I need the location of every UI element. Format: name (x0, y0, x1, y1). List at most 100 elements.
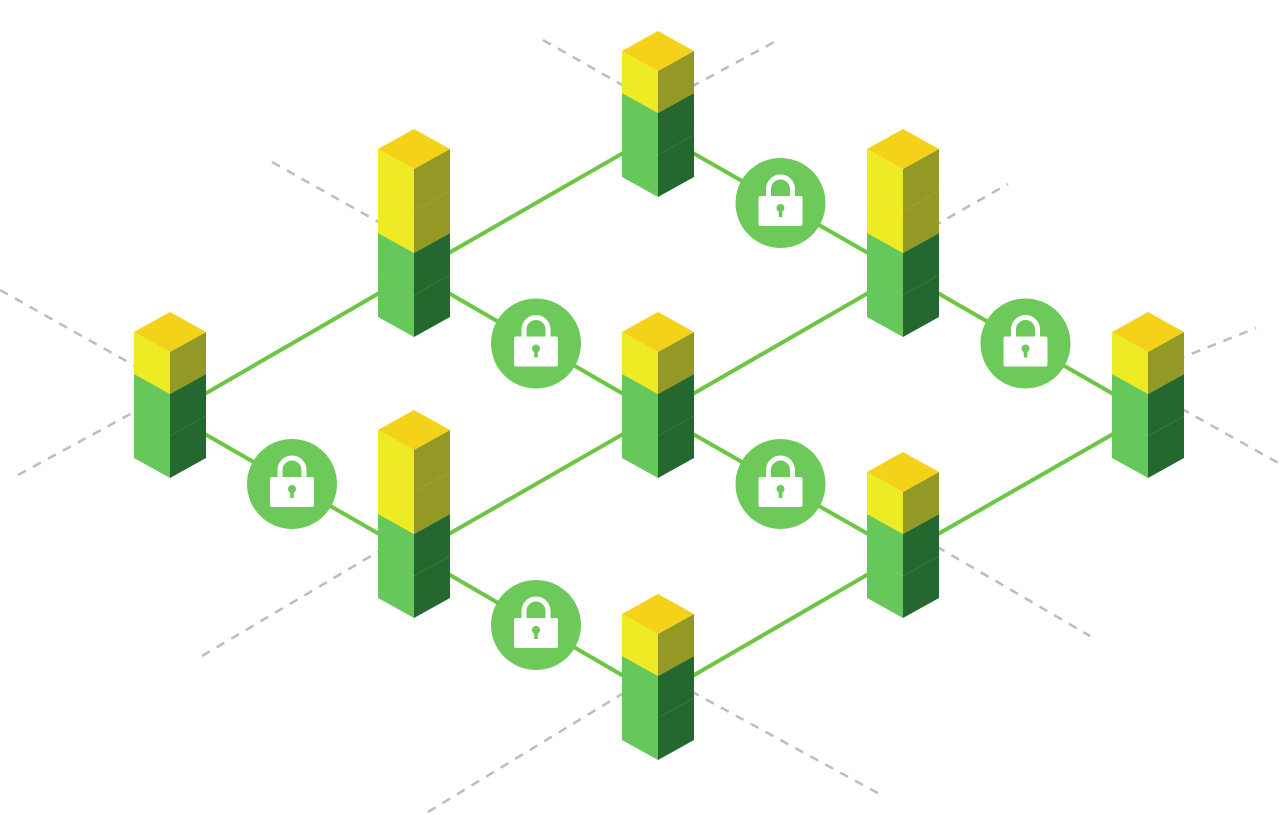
cube-left-face (378, 514, 414, 576)
padlock-shackle (521, 596, 551, 619)
yellow-block-cube (1112, 312, 1184, 394)
cube-left-face (378, 472, 414, 534)
cube-left-face (622, 614, 658, 676)
padlock-shackle (277, 455, 307, 478)
cube-left-face (622, 332, 658, 394)
cube-left-face (134, 374, 170, 436)
cube-right-face (658, 614, 694, 676)
yellow-block-cube (622, 31, 694, 113)
cube-top-face (378, 410, 450, 450)
cube-right-face (414, 149, 450, 211)
cube-right-face (658, 656, 694, 718)
dashed-extension-line (271, 160, 399, 235)
network-link (901, 412, 1150, 556)
padlock-icon (980, 298, 1071, 389)
yellow-block-cube (378, 410, 450, 492)
cube-top-face (622, 31, 694, 71)
block-node-n3 (622, 594, 694, 760)
cube-right-face (658, 416, 694, 478)
cube-right-face (903, 556, 939, 618)
cube-right-face (414, 514, 450, 576)
cube-left-face (134, 416, 170, 478)
cube-left-face (1112, 416, 1148, 478)
cube-right-face (658, 332, 694, 394)
cube-right-face (658, 374, 694, 436)
yellow-block-cube (867, 452, 939, 534)
block-node-n6 (867, 452, 939, 618)
yellow-block-cube (867, 129, 939, 211)
cube-left-face (622, 416, 658, 478)
cube-right-face (170, 416, 206, 478)
padlock-icon (735, 158, 826, 248)
padlock-keyhole-slot (1023, 348, 1028, 358)
block-node-n5 (622, 312, 694, 478)
network-link (656, 552, 905, 698)
cube-right-face (414, 472, 450, 534)
padlock-keyhole-slot (534, 348, 538, 358)
cube-left-face (378, 430, 414, 492)
network-link (656, 271, 905, 416)
cube-left-face (622, 374, 658, 436)
dashed-extension-line (0, 288, 161, 382)
cube-right-face (414, 430, 450, 492)
cube-top-face (867, 129, 939, 169)
cube-left-face (378, 275, 414, 337)
cube-left-face (134, 332, 170, 394)
cube-left-face (867, 275, 903, 337)
padlock-shackle (766, 455, 795, 478)
padlock-shackle (521, 315, 551, 338)
dashed-extension-line (1175, 326, 1257, 362)
cube-left-face (1112, 332, 1148, 394)
cube-left-face (867, 514, 903, 576)
cube-right-face (903, 191, 939, 253)
cube-right-face (903, 149, 939, 211)
cube-top-face (378, 129, 450, 169)
cube-right-face (170, 374, 206, 436)
network-link (168, 271, 416, 416)
cube-right-face (414, 233, 450, 295)
cube-right-face (903, 275, 939, 337)
cube-left-face (622, 698, 658, 760)
cube-right-face (658, 51, 694, 113)
cube-left-face (622, 51, 658, 113)
cube-left-face (867, 149, 903, 211)
padlock-keyhole-slot (290, 489, 294, 498)
block-node-n2 (378, 410, 450, 618)
cube-right-face (903, 472, 939, 534)
padlock-keyhole-slot (778, 208, 783, 217)
network-link (412, 412, 660, 556)
cube-right-face (414, 275, 450, 337)
yellow-block-cube (378, 129, 450, 211)
network-link (412, 131, 660, 275)
cube-top-face (134, 312, 206, 352)
cube-top-face (622, 312, 694, 352)
padlock-keyhole-slot (778, 489, 783, 498)
cube-right-face (658, 698, 694, 760)
cube-right-face (1148, 374, 1184, 436)
cube-left-face (378, 149, 414, 211)
cube-right-face (658, 135, 694, 197)
yellow-block-cube (622, 312, 694, 394)
cube-left-face (867, 472, 903, 534)
block-node-n8 (867, 129, 939, 337)
padlock-icon (735, 439, 826, 529)
cube-right-face (1148, 332, 1184, 394)
block-node-n4 (378, 129, 450, 337)
cube-left-face (622, 93, 658, 155)
padlock-shackle (766, 174, 795, 197)
block-node-n7 (622, 31, 694, 197)
cube-left-face (378, 556, 414, 618)
cube-top-face (1112, 312, 1184, 352)
cube-right-face (903, 514, 939, 576)
cube-left-face (1112, 374, 1148, 436)
dashed-extension-line (201, 538, 399, 658)
cube-left-face (867, 556, 903, 618)
block-node-n9 (1112, 312, 1184, 478)
block-nodes (134, 31, 1184, 760)
cube-left-face (622, 135, 658, 197)
cube-right-face (414, 556, 450, 618)
padlock-keyhole-slot (534, 630, 538, 639)
cube-left-face (622, 656, 658, 718)
block-node-n1 (134, 312, 206, 478)
yellow-block-cube (134, 312, 206, 394)
